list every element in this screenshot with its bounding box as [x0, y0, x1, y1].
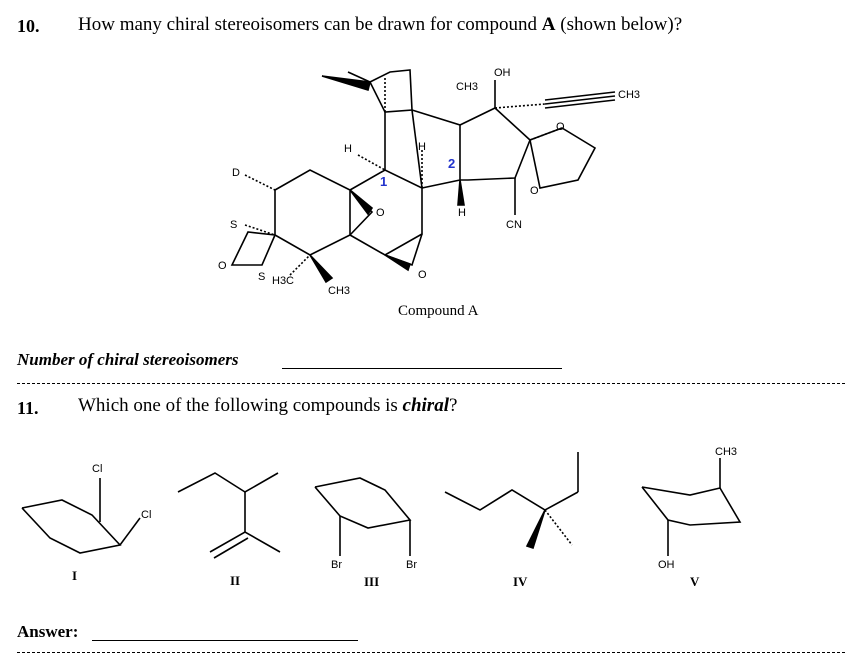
- compound-i-cl-top: Cl: [92, 463, 102, 475]
- compound-ii-lower: [209, 531, 281, 553]
- upper-ring: [411, 109, 461, 189]
- compound-ii-label: II: [230, 573, 241, 588]
- q11-number: 11.: [17, 398, 39, 418]
- compound-iv-label: IV: [513, 574, 528, 589]
- compound-iii-label: III: [364, 574, 380, 589]
- label-ch3-top: CH3: [456, 81, 478, 93]
- label-d: D: [232, 167, 240, 179]
- wedge-1: [349, 189, 374, 216]
- hash-dioxolane: [529, 127, 563, 141]
- q10-answer-line[interactable]: [282, 368, 562, 369]
- q11-question: Which one of the following compounds is …: [78, 395, 457, 417]
- compound-i-label: I: [72, 568, 78, 583]
- q10-number: 10.: [17, 16, 40, 36]
- label-h-top: H: [418, 141, 426, 153]
- label-h-left: H: [344, 143, 352, 155]
- separator-1: [17, 383, 845, 384]
- compound-v-oh: OH: [658, 559, 675, 571]
- alkyne-1: [544, 91, 616, 101]
- compound-a-caption: Compound A: [398, 303, 479, 319]
- cyclobutane-wedge: [321, 75, 371, 92]
- central-ring: [349, 169, 423, 256]
- q11-answer-line[interactable]: [92, 640, 358, 641]
- compound-i-ring: [21, 499, 122, 554]
- q10-answer-label: Number of chiral stereoisomers: [17, 350, 239, 369]
- q11-chiral-word: chiral: [402, 395, 449, 416]
- label-o-diox2: O: [530, 185, 539, 197]
- q11-text-post: ?: [448, 395, 458, 416]
- compound-iii-br-left: Br: [331, 559, 342, 571]
- label-o-epox1: O: [376, 207, 385, 219]
- label-s-bottom: S: [258, 271, 265, 283]
- label-ch3-right: CH3: [618, 89, 640, 101]
- cyclobutane: [369, 69, 413, 113]
- stereocenter-2: 2: [448, 156, 455, 171]
- compound-v-ring: [641, 486, 742, 526]
- compound-ii-skeleton: [177, 472, 279, 493]
- hash-d: [244, 174, 276, 191]
- label-oh: OH: [494, 67, 511, 79]
- label-h3c: H3C: [272, 275, 294, 287]
- label-o-ring: O: [218, 260, 227, 272]
- compound-iii-ring: [314, 477, 412, 529]
- compound-v-ch3: CH3: [715, 446, 737, 458]
- compound-iv-hash: [544, 509, 573, 546]
- compound-iv-wedge: [525, 509, 546, 550]
- wedge-2: [384, 254, 412, 272]
- q10-question: How many chiral stereoisomers can be dra…: [78, 14, 682, 36]
- wedge-4: [309, 254, 334, 284]
- wedge-3: [457, 179, 465, 206]
- stereocenter-1: 1: [380, 174, 387, 189]
- cyclopentane: [459, 107, 531, 181]
- label-ch3-bottom: CH3: [328, 285, 350, 297]
- compound-iii-br-right: Br: [406, 559, 417, 571]
- alkyne-3: [544, 99, 616, 109]
- label-o-epox2: O: [418, 269, 427, 281]
- q10-text-post: (shown below)?: [555, 14, 683, 35]
- hash-s: [244, 224, 276, 236]
- compound-ii-double: [213, 537, 249, 559]
- compound-i-cl-right: Cl: [141, 509, 151, 521]
- separator-2: [17, 652, 845, 653]
- label-o-diox1: O: [556, 121, 565, 133]
- q10-compound-letter: A: [541, 14, 556, 35]
- label-cn: CN: [506, 219, 522, 231]
- central-bond-top2: [411, 109, 423, 189]
- hash-h-left: [357, 154, 386, 171]
- label-h-bottom: H: [458, 207, 466, 219]
- hash-h3c: [289, 254, 311, 276]
- compound-iv-chain: [444, 489, 579, 511]
- dithietane: [230, 231, 276, 266]
- label-s-top: S: [230, 219, 237, 231]
- q11-answer-label: Answer:: [17, 622, 79, 641]
- compound-i-cl2-bond: [119, 517, 141, 546]
- alkyne-2: [544, 95, 616, 105]
- q11-text-pre: Which one of the following compounds is: [78, 395, 403, 416]
- compound-v-label: V: [690, 574, 700, 589]
- q10-text-pre: How many chiral stereoisomers can be dra…: [78, 14, 542, 35]
- isopropyl-wedge-base: [347, 71, 371, 83]
- hash-alkyne: [494, 103, 546, 109]
